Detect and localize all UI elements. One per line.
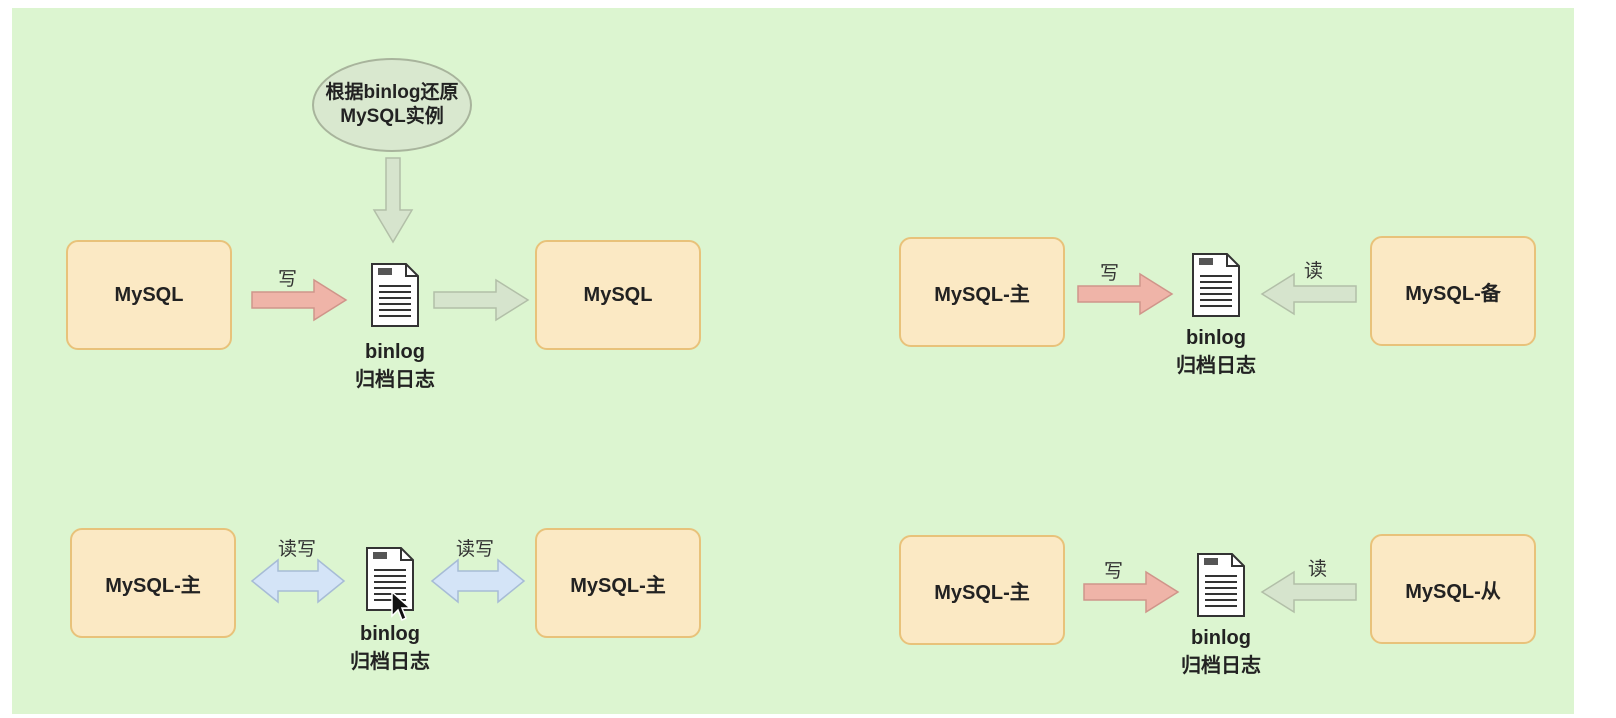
- log-file-icon: [1197, 553, 1245, 617]
- write-label: 写: [278, 269, 298, 290]
- box-label: MySQL-备: [1405, 282, 1501, 305]
- mysql-replica-box: MySQL-从: [1370, 534, 1536, 644]
- read-label: 读: [1304, 261, 1324, 282]
- box-label: MySQL-主: [934, 283, 1030, 306]
- mysql-target-box: MySQL: [535, 240, 701, 350]
- binlog-line1: binlog: [365, 341, 425, 363]
- box-label: MySQL-主: [934, 581, 1030, 604]
- binlog-caption: binlog 归档日志: [1146, 324, 1286, 380]
- write-arrow: [251, 278, 348, 322]
- binlog-caption: binlog 归档日志: [320, 620, 460, 676]
- mysql-standby-box: MySQL-备: [1370, 236, 1536, 346]
- restore-instance-ellipse: 根据binlog还原 MySQL实例: [312, 58, 472, 152]
- down-arrow-restore: [372, 157, 414, 244]
- mysql-source-box: MySQL: [66, 240, 232, 350]
- mysql-primary-right-box: MySQL-主: [535, 528, 701, 638]
- restore-arrow: [433, 278, 530, 322]
- log-file-icon: [366, 547, 414, 611]
- ellipse-line2: MySQL实例: [340, 106, 444, 127]
- mysql-primary-left-box: MySQL-主: [70, 528, 236, 638]
- box-label: MySQL-从: [1405, 580, 1501, 603]
- binlog-line2: 归档日志: [1181, 655, 1261, 677]
- read-arrow: [1260, 570, 1357, 614]
- mouse-cursor-icon: [391, 590, 412, 622]
- binlog-line1: binlog: [1186, 327, 1246, 349]
- binlog-line1: binlog: [1191, 627, 1251, 649]
- read-arrow: [1260, 272, 1357, 316]
- read-label: 读: [1308, 559, 1328, 580]
- mysql-primary-box: MySQL-主: [899, 535, 1065, 645]
- readwrite-arrow-left: [250, 558, 346, 604]
- box-label: MySQL: [114, 283, 184, 306]
- box-label: MySQL-主: [570, 574, 666, 597]
- binlog-line1: binlog: [360, 623, 420, 645]
- write-label: 写: [1100, 263, 1120, 284]
- write-label: 写: [1104, 561, 1124, 582]
- readwrite-label-left: 读写: [278, 539, 317, 560]
- readwrite-arrow-right: [430, 558, 526, 604]
- log-file-icon: [371, 263, 419, 327]
- box-label: MySQL: [583, 283, 653, 306]
- log-file-icon: [1192, 253, 1240, 317]
- box-label: MySQL-主: [105, 574, 201, 597]
- ellipse-line1: 根据binlog还原: [325, 82, 459, 103]
- mysql-primary-box: MySQL-主: [899, 237, 1065, 347]
- readwrite-label-right: 读写: [456, 539, 495, 560]
- binlog-line2: 归档日志: [355, 369, 435, 391]
- binlog-caption: binlog 归档日志: [325, 338, 465, 394]
- binlog-line2: 归档日志: [1176, 355, 1256, 377]
- write-arrow: [1083, 570, 1180, 614]
- binlog-line2: 归档日志: [350, 651, 430, 673]
- binlog-caption: binlog 归档日志: [1151, 624, 1291, 680]
- write-arrow: [1077, 272, 1174, 316]
